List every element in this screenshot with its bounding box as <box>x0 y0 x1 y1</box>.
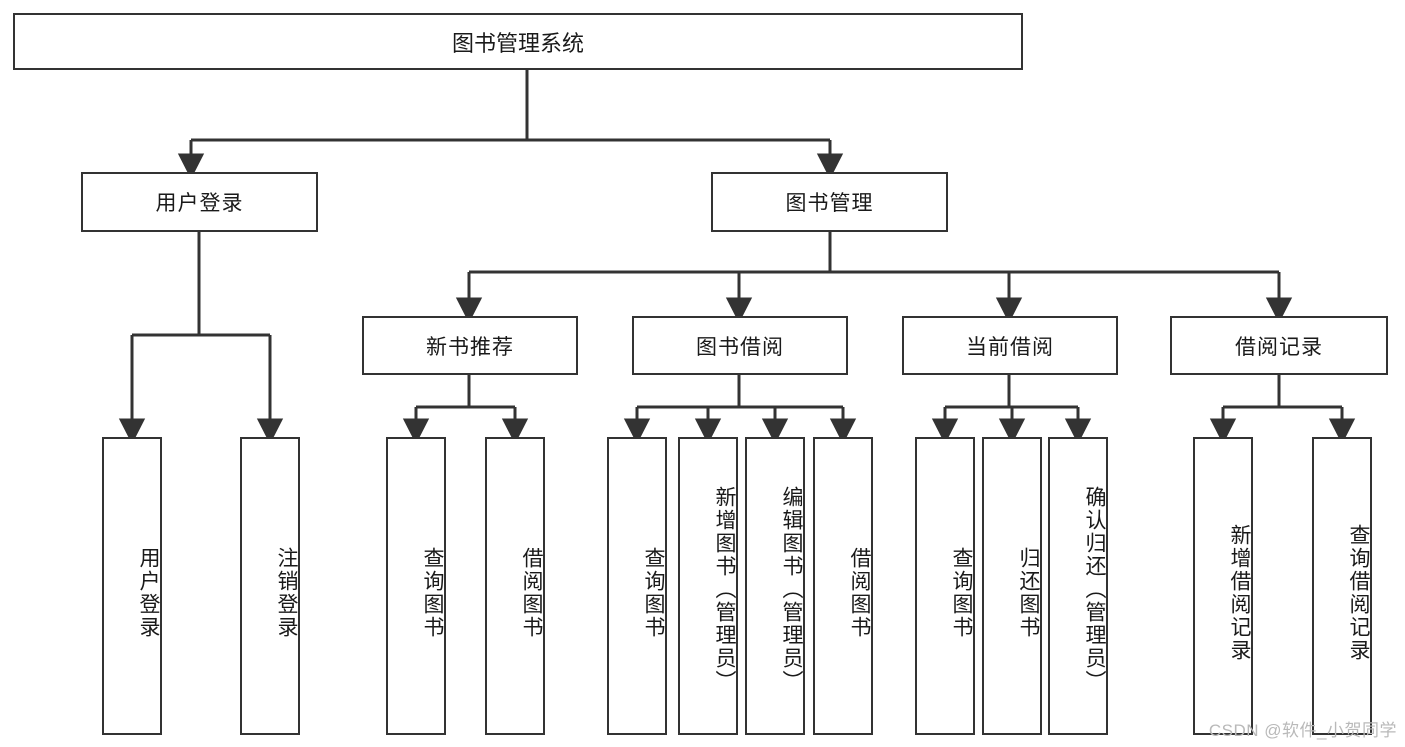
leaf-confirm-return-admin[interactable]: 确认归还（管理员） <box>1048 437 1108 735</box>
leaf-query-book-current[interactable]: 查询图书 <box>915 437 975 735</box>
leaf-add-book-admin[interactable]: 新增图书（管理员） <box>678 437 738 735</box>
watermark-text: CSDN @软件_小贺同学 <box>1208 721 1397 740</box>
leaf-logout-login[interactable]: 注销登录 <box>240 437 300 735</box>
node-new-book-recommend[interactable]: 新书推荐 <box>362 316 578 375</box>
node-user-login[interactable]: 用户登录 <box>81 172 318 232</box>
node-current-borrow[interactable]: 当前借阅 <box>902 316 1118 375</box>
leaf-user-login[interactable]: 用户登录 <box>102 437 162 735</box>
node-root-system[interactable]: 图书管理系统 <box>13 13 1023 70</box>
leaf-query-book-borrow[interactable]: 查询图书 <box>607 437 667 735</box>
leaf-borrow-book[interactable]: 借阅图书 <box>813 437 873 735</box>
leaf-query-borrow-record[interactable]: 查询借阅记录 <box>1312 437 1372 735</box>
leaf-return-book[interactable]: 归还图书 <box>982 437 1042 735</box>
node-borrow-record[interactable]: 借阅记录 <box>1170 316 1388 375</box>
node-book-borrow[interactable]: 图书借阅 <box>632 316 848 375</box>
leaf-borrow-book-newbook[interactable]: 借阅图书 <box>485 437 545 735</box>
node-book-management[interactable]: 图书管理 <box>711 172 948 232</box>
leaf-edit-book-admin[interactable]: 编辑图书（管理员） <box>745 437 805 735</box>
leaf-query-book-newbook[interactable]: 查询图书 <box>386 437 446 735</box>
leaf-add-borrow-record[interactable]: 新增借阅记录 <box>1193 437 1253 735</box>
